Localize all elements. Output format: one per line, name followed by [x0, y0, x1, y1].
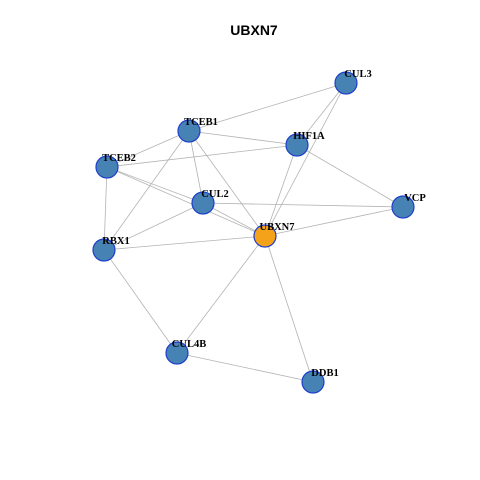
node-circle-vcp: [391, 195, 415, 219]
node-ddb1: DDB1: [301, 368, 339, 394]
edge-ubxn7-vcp: [264, 206, 404, 237]
edge-ubxn7-cul4b: [176, 235, 266, 354]
node-circle-ubxn7: [253, 224, 277, 248]
node-circle-cul2: [191, 191, 215, 215]
edge-rbx1-cul4b: [103, 249, 178, 354]
node-circle-ddb1: [301, 370, 325, 394]
node-label-cul3: CUL3: [344, 69, 371, 80]
edge-tceb1-rbx1: [103, 130, 190, 251]
diagram-title: UBXN7: [230, 22, 278, 38]
edge-hif1a-ubxn7: [264, 144, 298, 237]
node-label-rbx1: RBX1: [102, 236, 129, 247]
node-label-cul4b: CUL4B: [172, 339, 206, 350]
edge-cul2-rbx1: [103, 202, 204, 251]
node-cul2: CUL2: [191, 189, 229, 215]
node-circle-cul4b: [165, 341, 189, 365]
edge-tceb2-ubxn7: [106, 166, 266, 237]
node-circle-cul3: [334, 71, 358, 95]
edge-tceb1-cul2: [188, 130, 204, 204]
node-circle-tceb1: [177, 119, 201, 143]
node-label-tceb1: TCEB1: [184, 117, 218, 128]
node-label-ddb1: DDB1: [311, 368, 338, 379]
edge-tceb1-tceb2: [106, 130, 190, 168]
edge-tceb2-hif1a: [106, 144, 298, 168]
node-vcp: VCP: [391, 193, 426, 219]
node-circle-hif1a: [285, 133, 309, 157]
node-label-cul2: CUL2: [201, 189, 228, 200]
node-label-tceb2: TCEB2: [102, 153, 136, 164]
edge-cul3-ubxn7: [264, 82, 347, 237]
edge-cul4b-ddb1: [176, 352, 314, 383]
edge-tceb2-rbx1: [103, 166, 108, 251]
edge-cul3-hif1a: [296, 82, 347, 146]
node-label-ubxn7: UBXN7: [259, 222, 294, 233]
edge-tceb1-ubxn7: [188, 130, 266, 237]
node-tceb1: TCEB1: [177, 117, 218, 143]
node-cul4b: CUL4B: [165, 339, 206, 365]
edges-layer: [103, 82, 404, 383]
node-cul3: CUL3: [334, 69, 372, 95]
node-circle-rbx1: [92, 238, 116, 262]
edge-cul2-ubxn7: [202, 202, 266, 237]
edge-cul2-vcp: [202, 202, 404, 208]
node-ubxn7: UBXN7: [253, 222, 295, 248]
node-circle-tceb2: [95, 155, 119, 179]
edge-hif1a-vcp: [296, 144, 404, 208]
edge-ubxn7-rbx1: [103, 235, 266, 251]
node-tceb2: TCEB2: [95, 153, 136, 179]
node-label-hif1a: HIF1A: [293, 131, 325, 142]
node-hif1a: HIF1A: [285, 131, 325, 157]
edge-tceb1-cul3: [188, 82, 347, 132]
edge-tceb2-cul2: [106, 166, 204, 204]
edge-tceb1-hif1a: [188, 130, 298, 146]
node-label-vcp: VCP: [404, 193, 426, 204]
node-rbx1: RBX1: [92, 236, 130, 262]
edge-ubxn7-ddb1: [264, 235, 314, 383]
